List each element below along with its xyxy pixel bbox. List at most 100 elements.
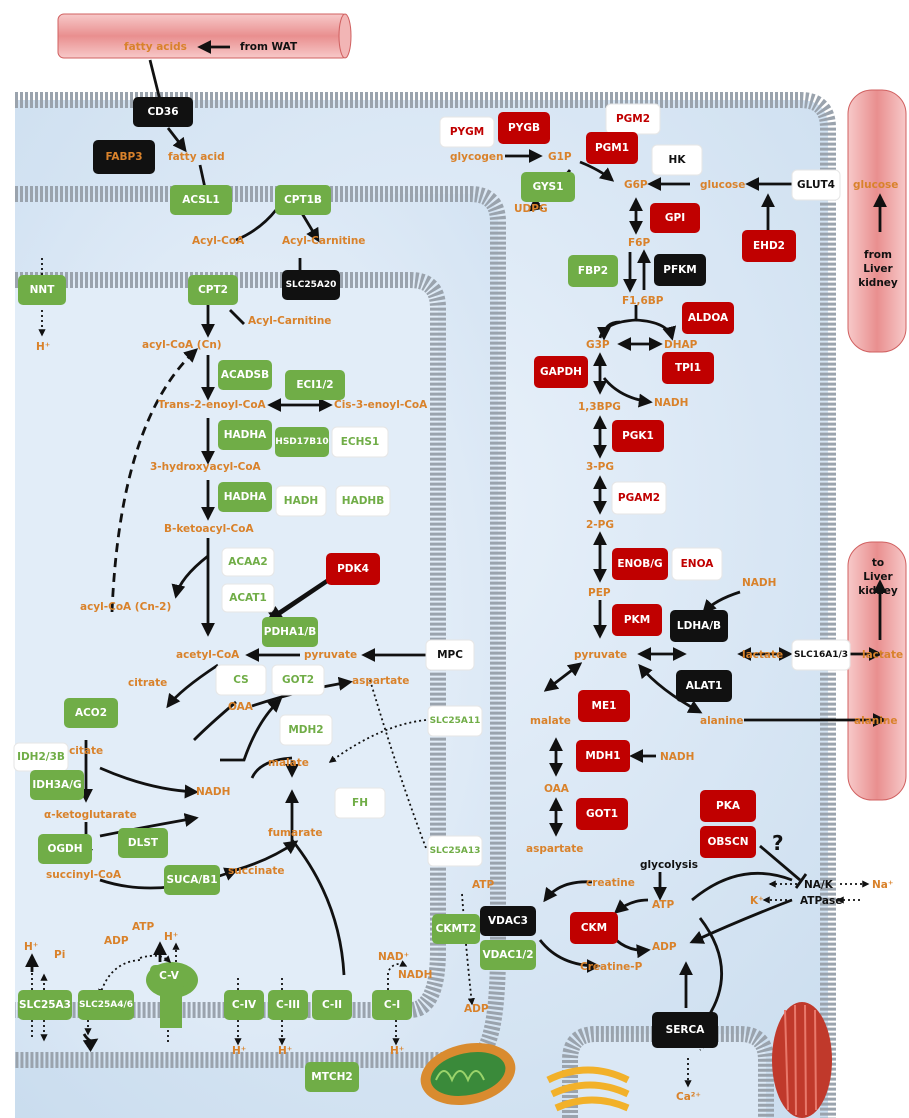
label-k: K⁺ <box>750 895 764 907</box>
enzyme-label: VDAC3 <box>488 915 528 927</box>
enzyme-label: PGK1 <box>622 430 654 442</box>
label-nadh-in: NADH <box>196 786 230 798</box>
label-line: Liver <box>863 571 893 583</box>
enzyme-box <box>742 230 796 262</box>
enzyme-mdh1: MDH1 <box>576 740 630 772</box>
enzyme-box <box>215 664 267 696</box>
enzyme-label: OGDH <box>47 843 82 855</box>
muscle-icon <box>772 1002 832 1118</box>
enzyme-label: PYGB <box>508 122 540 134</box>
enzyme-gys1: GYS1 <box>521 172 575 202</box>
enzyme-box <box>334 787 386 819</box>
enzyme-box <box>218 420 272 450</box>
label-bpg: 1,3BPG <box>578 401 621 413</box>
enzyme-box <box>118 828 168 858</box>
enzyme-box <box>18 275 66 305</box>
enzyme-pka: PKA <box>700 790 756 822</box>
label-creatine-p: Creatine-P <box>580 961 643 973</box>
enzyme-box <box>612 420 664 452</box>
enzyme-pgam2: PGAM2 <box>611 481 667 515</box>
enzyme-pfkm: PFKM <box>654 254 706 286</box>
enzyme-label: ECI1/2 <box>296 379 333 391</box>
enzyme-label: FH <box>352 797 368 809</box>
label-h2: H⁺ <box>164 931 178 943</box>
label-glycogen: glycogen <box>450 151 504 163</box>
enzyme-label: C-I <box>384 999 400 1011</box>
vessel-right-bottom <box>847 541 907 801</box>
enzyme-label: HADHA <box>224 491 267 503</box>
enzyme-box <box>221 583 275 613</box>
enzyme-label: ENOA <box>681 558 715 570</box>
enzyme-fabp3: FABP3 <box>93 140 155 174</box>
enzyme-label: PGAM2 <box>618 492 660 504</box>
enzyme-label: SLC25A13 <box>430 846 481 856</box>
label-f6p: F6P <box>628 237 650 249</box>
label-acyl-coa: Acyl-CoA <box>192 235 245 247</box>
enzyme-label: LDHA/B <box>677 620 721 632</box>
label-nadh-mdh: NADH <box>660 751 694 763</box>
enzyme-label: CPT1B <box>284 194 322 206</box>
enzyme-serca: SERCA <box>652 1012 718 1048</box>
enzyme-cpt2: CPT2 <box>188 275 238 305</box>
enzyme-fh: FH <box>334 787 386 819</box>
label-adp-cy: ADP <box>652 941 677 953</box>
enzyme-slc25a11: SLC25A11 <box>427 705 483 737</box>
enzyme-label: GLUT4 <box>797 179 835 191</box>
enzyme-box <box>30 770 84 800</box>
enzyme-label: HK <box>669 154 687 166</box>
enzyme-box <box>670 610 728 642</box>
enzyme-cv: C-V <box>150 965 188 987</box>
enzyme-box <box>38 834 92 864</box>
label-acetyl-coa: acetyl-CoA <box>176 649 240 661</box>
enzyme-idh23b: IDH2/3B <box>13 742 69 772</box>
enzyme-hadha2: HADHA <box>218 482 272 512</box>
enzyme-mpc: MPC <box>425 639 475 671</box>
enzyme-pygb: PYGB <box>498 112 550 144</box>
enzyme-pgm2: PGM2 <box>605 103 661 135</box>
enzyme-box <box>326 553 380 585</box>
enzyme-acsl1: ACSL1 <box>170 185 232 215</box>
label-atp1: ATP <box>132 921 154 933</box>
enzyme-box <box>331 426 389 458</box>
label-udpg: UDPG <box>514 203 548 215</box>
enzyme-echs1: ECHS1 <box>331 426 389 458</box>
enzyme-label: PKA <box>716 800 741 812</box>
enzyme-label: IDH3A/G <box>32 779 81 791</box>
enzyme-ckm: CKM <box>570 912 618 944</box>
enzyme-box <box>791 639 851 671</box>
label-glucose-in: glucose <box>700 179 745 191</box>
enzyme-box <box>372 990 412 1020</box>
enzyme-box <box>611 481 667 515</box>
enzyme-pgk1: PGK1 <box>612 420 664 452</box>
enzyme-label: NNT <box>30 284 56 296</box>
label-from-wat: from WAT <box>240 41 298 53</box>
enzyme-acadsb: ACADSB <box>218 360 272 390</box>
label-acyl-coa-cn2: acyl-CoA (Cn-2) <box>80 601 171 613</box>
enzyme-box <box>676 670 732 702</box>
enzyme-label: HADHA <box>224 429 267 441</box>
enzyme-label: PFKM <box>663 264 696 276</box>
label-pyruvate-cy: pyruvate <box>574 649 627 661</box>
enzyme-label: VDAC1/2 <box>482 949 533 961</box>
enzyme-box <box>480 906 536 936</box>
enzyme-box <box>425 639 475 671</box>
label-acyl-carnitine-2: Acyl-Carnitine <box>248 315 331 327</box>
label-succinate: succinate <box>228 865 284 877</box>
enzyme-box <box>93 140 155 174</box>
enzyme-pdha1b: PDHA1/B <box>262 617 318 647</box>
enzyme-me1: ME1 <box>578 690 630 722</box>
label-fatty-acids: fatty acids <box>124 41 187 53</box>
label-aspartate-in: aspartate <box>352 675 409 687</box>
enzyme-box <box>651 144 703 176</box>
label-ca: Ca²⁺ <box>676 1091 701 1103</box>
enzyme-label: PYGM <box>450 126 484 138</box>
enzyme-label: PDK4 <box>337 563 369 575</box>
enzyme-label: GOT2 <box>282 674 314 686</box>
label-lactate-out: lactate <box>862 649 903 661</box>
label-glycolysis: glycolysis <box>640 859 698 871</box>
enzyme-box <box>221 547 275 577</box>
enzyme-obscn: OBSCN <box>700 826 756 858</box>
enzyme-box <box>305 1062 359 1092</box>
